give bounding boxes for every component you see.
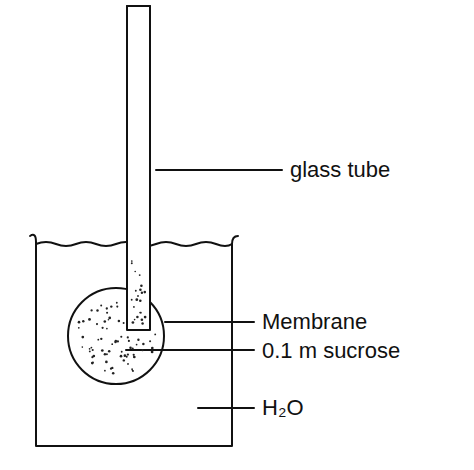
leader-line — [165, 321, 254, 323]
part-label: H₂O — [260, 396, 306, 420]
part-label: 0.1 m sucrose — [260, 339, 402, 363]
glass-tube — [127, 6, 150, 330]
leader-line — [126, 349, 254, 351]
part-label: Membrane — [260, 310, 369, 334]
leader-line — [156, 169, 282, 171]
leader-line — [198, 407, 254, 409]
sucrose-dots — [78, 260, 156, 374]
part-label: glass tube — [288, 158, 392, 182]
